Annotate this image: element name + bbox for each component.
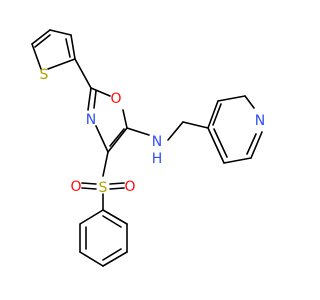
sulfonyl-oxygen-right-label: O [124, 179, 135, 195]
sulfonyl-sulfur-label: S [99, 180, 108, 196]
oxazole-oxygen-label: O [110, 91, 121, 107]
molecule-structure: S O N S O O N H N [31, 29, 265, 267]
bond-oxazole-sulfonyl [102, 151, 109, 177]
pyridine-nitrogen-label: N [255, 113, 265, 129]
phenyl-ring [79, 209, 128, 267]
bond-oxazole-amine [126, 127, 150, 136]
oxazole-ring [87, 87, 128, 153]
bond-ch2-pyridine [182, 121, 209, 129]
amine-hydrogen-label: H [152, 151, 163, 167]
sulfonyl-oxygen-bonds [81, 182, 125, 190]
sulfonyl-oxygen-left-label: O [70, 179, 81, 195]
amine-nitrogen-label: N [152, 134, 162, 150]
oxazole-nitrogen-label: N [86, 112, 96, 128]
thiophene-sulfur-label: S [40, 67, 49, 83]
pyridine-ring [207, 95, 263, 164]
bond-thiophene-oxazole [74, 58, 92, 89]
bond-amine-ch2 [167, 121, 184, 141]
thiophene-ring [31, 29, 76, 70]
